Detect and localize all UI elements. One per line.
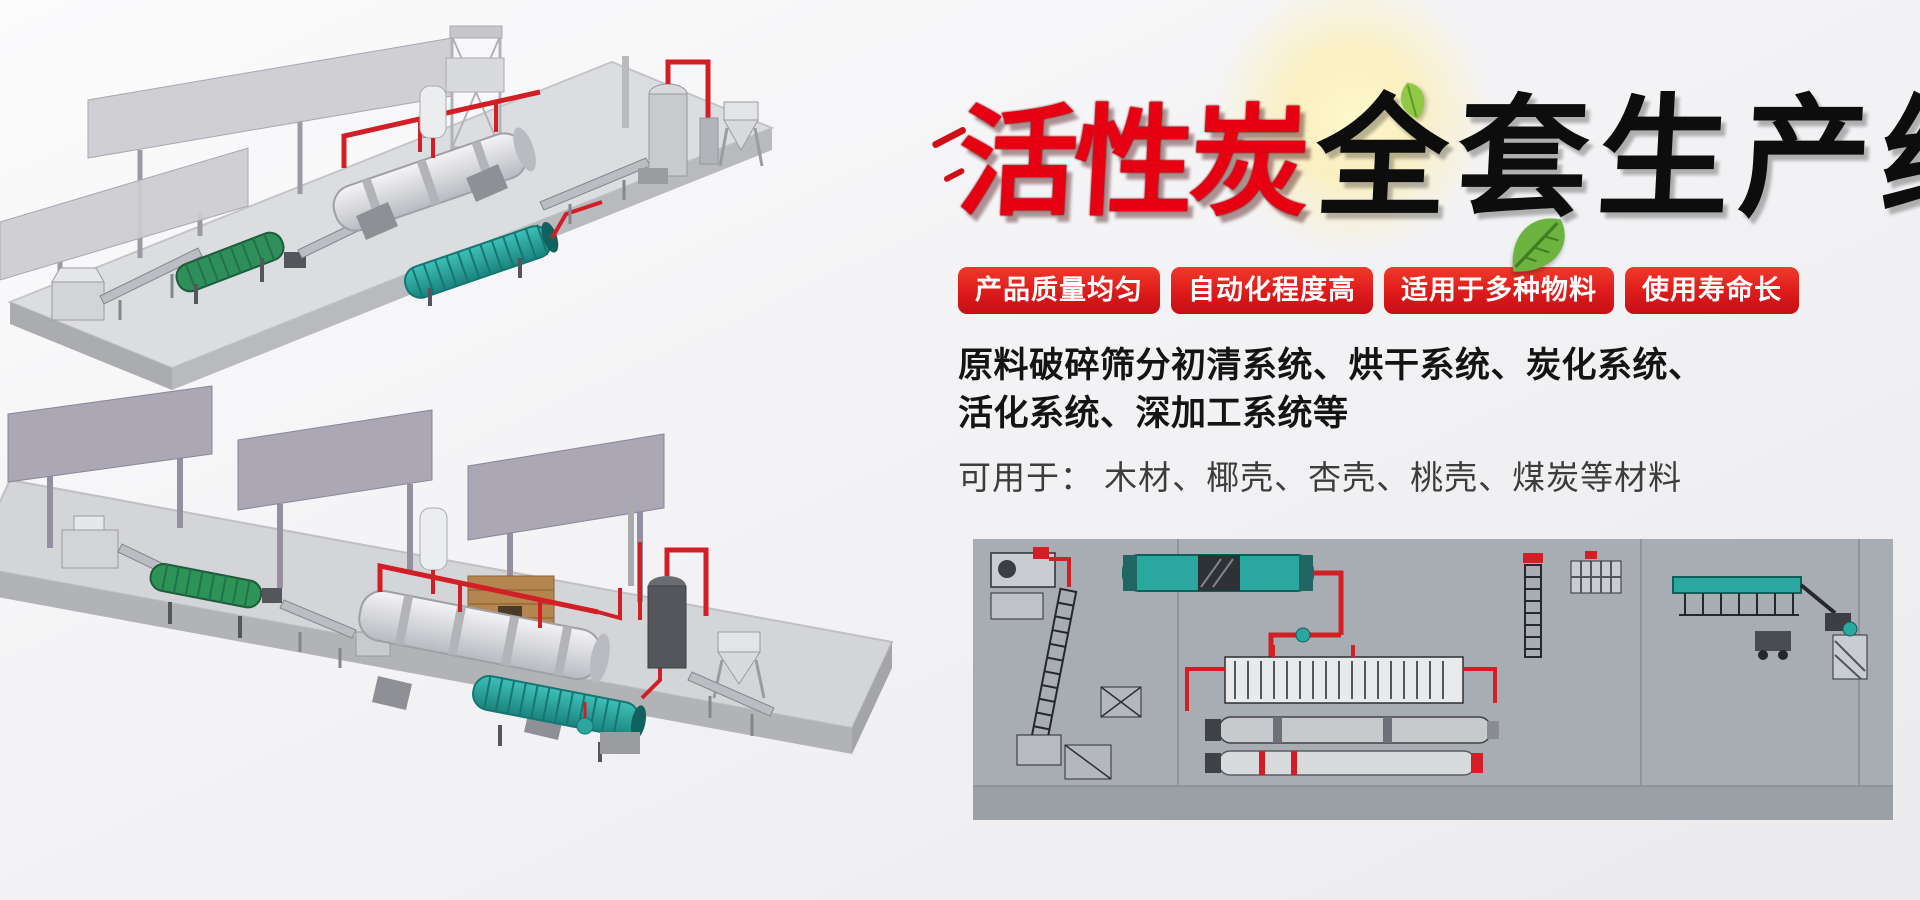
packing-machine (1832, 621, 1868, 680)
plant-layout-schematic (973, 539, 1893, 820)
rotary-cylinder-1 (1205, 716, 1499, 744)
badge-high-automation: 自动化程度高 (1171, 267, 1373, 315)
activation-drum (403, 200, 603, 306)
badge-multi-material: 适用于多种物料 (1384, 267, 1614, 315)
feature-badges: 产品质量均匀 自动化程度高 适用于多种物料 使用寿命长 (958, 267, 1918, 315)
title-activated-carbon: 活性炭 (954, 92, 1310, 233)
wall-panels (7, 385, 665, 612)
feed-hopper (61, 515, 119, 569)
systems-line-1: 原料破碎筛分初清系统、烘干系统、炭化系统、 (958, 346, 1704, 386)
aux-pump (576, 702, 640, 754)
bag-filter-top-view (1570, 551, 1622, 594)
cyclone-filter (419, 507, 448, 594)
badge-uniform-quality: 产品质量均匀 (958, 267, 1160, 315)
carbonization-furnace-bank (1185, 645, 1497, 711)
rotary-cylinder-2 (1205, 750, 1483, 776)
crusher-feeder (990, 547, 1071, 620)
leaf-icon (1512, 218, 1565, 272)
incline-conveyor (99, 247, 203, 320)
tank-cluster (628, 498, 709, 669)
screening-drum (175, 231, 306, 304)
production-line-render-bottom (0, 380, 930, 900)
systems-line-2: 活化系统、深加工系统等 (958, 393, 1349, 433)
cooling-conveyor-line (1672, 576, 1851, 631)
isometric-render-top-svg (0, 25, 775, 390)
badge-long-life: 使用寿命长 (1625, 267, 1799, 315)
production-line-render-top (0, 0, 980, 480)
plant-schematic-svg (973, 539, 1893, 820)
feed-hopper (51, 267, 105, 321)
screening-drum (149, 562, 282, 638)
rotary-dryer-drum (332, 127, 536, 240)
cyclone-filter (419, 85, 447, 158)
transfer-cart (1755, 631, 1791, 660)
overhead-wall-panels (0, 37, 453, 294)
isometric-render-bottom-svg (0, 385, 894, 762)
furnace-cluster (622, 56, 764, 184)
sun-flare-glow (1207, 0, 1497, 260)
hero-content: 活性炭全套生产线 产品质量均匀 自动化程度高 适用于多种物料 使用寿命长 原料破… (931, 81, 1920, 499)
stack-ladder (1523, 553, 1543, 658)
leaf-icon (1400, 82, 1425, 120)
systems-description: 原料破碎筛分初清系统、烘干系统、炭化系统、 活化系统、深加工系统等 (958, 342, 1918, 437)
discharge-conveyor (687, 671, 775, 736)
aux-machines-left (1064, 686, 1142, 780)
dryer-top-view (1122, 554, 1344, 635)
dryer-piping (377, 562, 622, 628)
feed-elevator (1016, 587, 1078, 766)
materials-line: 可用于： 木材、椰壳、杏壳、桃壳、煤炭等材料 (958, 459, 1683, 497)
activation-drum (472, 652, 662, 762)
page-title: 活性炭全套生产线 (931, 81, 1920, 272)
floor-strip (973, 786, 1893, 820)
